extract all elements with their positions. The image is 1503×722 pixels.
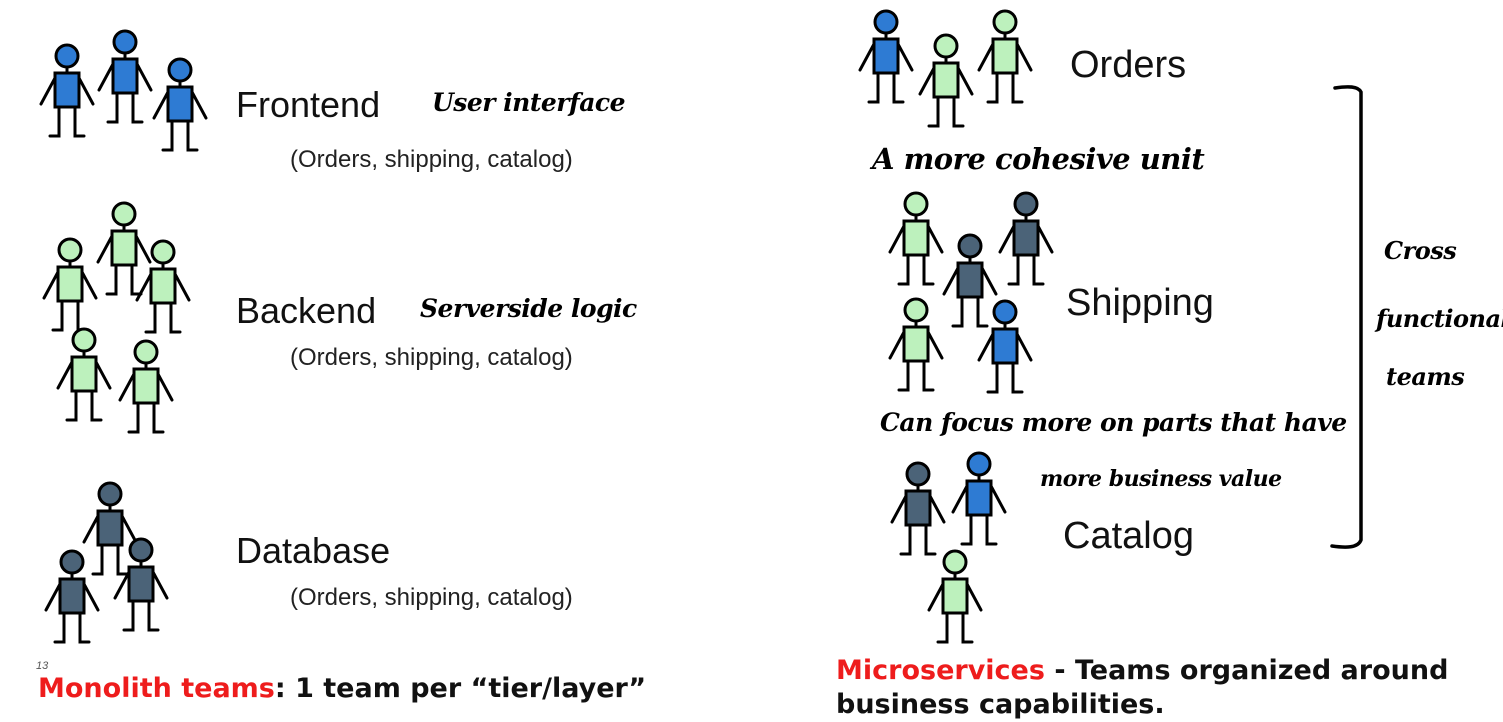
monolith-footer-text: : 1 team per “tier/layer”: [274, 673, 647, 704]
team-shipping-title: Shipping: [1066, 282, 1214, 324]
person-frontend-2-icon: [97, 29, 153, 124]
frontend-handwritten-note: User interface: [432, 88, 626, 117]
person-backend-1-icon: [42, 237, 98, 332]
microservices-footer-highlight: Microservices: [836, 655, 1045, 686]
team-catalog-title: Catalog: [1063, 515, 1194, 557]
person-backend-5-icon: [118, 339, 174, 434]
cohesive-handwritten-note: A more cohesive unit: [872, 142, 1205, 176]
tier-database-title: Database: [236, 530, 391, 571]
person-shipping-5-icon: [977, 299, 1033, 394]
microservices-footer-text: - Teams organized around: [1044, 655, 1449, 686]
person-shipping-4-icon: [888, 297, 944, 392]
tier-backend-title: Backend: [236, 290, 377, 331]
microservices-footer-line1: Microservices - Teams organized around: [836, 654, 1448, 688]
team-orders-title: Orders: [1070, 44, 1187, 86]
person-frontend-3-icon: [152, 57, 208, 152]
monolith-footer-highlight: Monolith teams: [38, 673, 275, 704]
person-orders-2-icon: [918, 33, 974, 128]
person-frontend-1-icon: [39, 43, 95, 138]
tier-database-scope: (Orders, shipping, catalog): [290, 584, 573, 611]
person-orders-1-icon: [858, 9, 914, 104]
focus-handwritten-note-line2: more business value: [1040, 466, 1282, 492]
person-catalog-3-icon: [927, 549, 983, 644]
person-catalog-1-icon: [890, 461, 946, 556]
monolith-footer: Monolith teams: 1 team per “tier/layer”: [38, 672, 646, 706]
tier-frontend-scope: (Orders, shipping, catalog): [290, 146, 573, 173]
person-orders-3-icon: [977, 9, 1033, 104]
person-backend-4-icon: [56, 327, 112, 422]
person-database-2-icon: [44, 549, 100, 644]
person-shipping-3-icon: [942, 233, 998, 328]
person-shipping-2-icon: [998, 191, 1054, 286]
person-backend-3-icon: [135, 239, 191, 334]
person-shipping-1-icon: [888, 191, 944, 286]
person-database-3-icon: [113, 537, 169, 632]
page-number: 13: [36, 660, 49, 672]
team-bracket: [1330, 85, 1363, 549]
cross-handwritten-line2: functional: [1376, 304, 1503, 333]
focus-handwritten-note-line1: Can focus more on parts that have: [880, 408, 1347, 437]
tier-backend-scope: (Orders, shipping, catalog): [290, 344, 573, 371]
backend-handwritten-note: Serverside logic: [420, 294, 637, 323]
microservices-footer: Microservices - Teams organized around b…: [836, 654, 1448, 722]
tier-frontend-title: Frontend: [236, 84, 381, 125]
cross-handwritten-line3: teams: [1386, 362, 1465, 391]
microservices-footer-line2: business capabilities.: [836, 689, 1165, 720]
cross-handwritten-line1: Cross: [1384, 236, 1457, 265]
person-catalog-2-icon: [951, 451, 1007, 546]
person-database-1-icon: [82, 481, 138, 576]
person-backend-2-icon: [96, 201, 152, 296]
